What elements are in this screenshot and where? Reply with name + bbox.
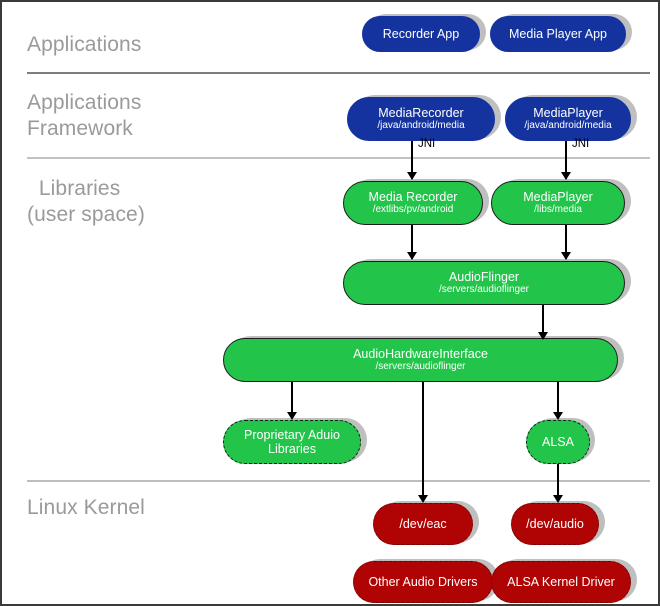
- node-mediaplayer-lib-title: MediaPlayer: [523, 190, 593, 204]
- edge-label-jni-recorder: JNI: [418, 138, 436, 150]
- node-proprietary-audio-libraries[interactable]: Proprietary Aduio Libraries: [223, 420, 361, 464]
- node-audiohardwareinterface[interactable]: AudioHardwareInterface /servers/audiofli…: [223, 338, 618, 382]
- node-media-recorder-lib-subtitle: /extlibs/pv/android: [372, 204, 454, 215]
- node-media-player-app-title: Media Player App: [509, 27, 607, 41]
- arrowhead-audioflinger-to-ahi: [538, 332, 548, 340]
- node-mediaplayer-lib[interactable]: MediaPlayer /libs/media: [491, 181, 625, 225]
- node-dev-audio-title: /dev/audio: [526, 517, 584, 531]
- node-audioflinger-title: AudioFlinger: [448, 270, 520, 284]
- connector-mediaplayerlib-to-audioflinger: [565, 221, 567, 259]
- arrowhead-mediaplayerlib-to-audioflinger: [561, 252, 571, 260]
- connector-alsa-to-dev-audio: [557, 458, 559, 502]
- arrowhead-mediarecorderlib-to-audioflinger: [407, 252, 417, 260]
- node-alsa-title: ALSA: [542, 435, 574, 449]
- node-dev-audio[interactable]: /dev/audio: [511, 503, 599, 545]
- node-audioflinger[interactable]: AudioFlinger /servers/audioflinger: [343, 261, 625, 305]
- arrowhead-mediarecorder-to-lib: [407, 172, 417, 180]
- node-mediaplayer-framework[interactable]: MediaPlayer /java/android/media: [505, 97, 631, 141]
- node-media-recorder-lib-title: Media Recorder: [368, 190, 458, 204]
- arrowhead-mediaplayer-to-lib: [561, 172, 571, 180]
- connector-mediarecorderlib-to-audioflinger: [411, 221, 413, 259]
- connector-audioflinger-to-ahi: [542, 300, 544, 340]
- node-alsa-kernel-driver[interactable]: ALSA Kernel Driver: [491, 561, 631, 603]
- connector-mediaplayer-to-lib: [565, 137, 567, 179]
- node-mediaplayer-lib-subtitle: /libs/media: [534, 204, 582, 215]
- node-mediarecorder[interactable]: MediaRecorder /java/android/media: [347, 97, 495, 141]
- layer-label-applications-framework: Applications Framework: [27, 91, 142, 140]
- node-dev-eac[interactable]: /dev/eac: [373, 503, 473, 545]
- layer-label-linux-kernel: Linux Kernel: [27, 496, 145, 519]
- arrowhead-ahi-to-alsa: [553, 412, 563, 420]
- divider-applications: [27, 72, 650, 74]
- node-mediarecorder-subtitle: /java/android/media: [377, 120, 465, 131]
- layer-label-libraries: Libraries (user space): [27, 177, 145, 226]
- divider-libraries: [27, 480, 650, 482]
- node-other-audio-drivers-title: Other Audio Drivers: [368, 575, 478, 589]
- arrowhead-ahi-to-dev-eac: [418, 495, 428, 503]
- node-mediaplayer-framework-title: MediaPlayer: [533, 106, 603, 120]
- node-proprietary-audio-libraries-title: Proprietary Aduio: [244, 428, 340, 442]
- node-dev-eac-title: /dev/eac: [399, 517, 447, 531]
- arrowhead-alsa-to-dev-audio: [553, 495, 563, 503]
- connector-ahi-to-dev-eac: [422, 376, 424, 501]
- node-alsa[interactable]: ALSA: [526, 420, 590, 464]
- node-recorder-app-title: Recorder App: [382, 27, 460, 41]
- layer-label-applications: Applications: [27, 33, 142, 56]
- node-mediaplayer-framework-subtitle: /java/android/media: [524, 120, 612, 131]
- node-audioflinger-subtitle: /servers/audioflinger: [438, 284, 530, 295]
- connector-ahi-to-alsa: [557, 376, 559, 418]
- node-media-recorder-lib[interactable]: Media Recorder /extlibs/pv/android: [343, 181, 483, 225]
- node-mediarecorder-title: MediaRecorder: [378, 106, 464, 120]
- arrowhead-ahi-to-proprietary: [287, 412, 297, 420]
- node-proprietary-audio-libraries-subtitle: Libraries: [268, 442, 316, 456]
- connector-ahi-to-proprietary: [291, 376, 293, 418]
- node-audiohardwareinterface-title: AudioHardwareInterface: [353, 347, 488, 361]
- node-alsa-kernel-driver-title: ALSA Kernel Driver: [507, 575, 615, 589]
- edge-label-jni-player: JNI: [572, 138, 590, 150]
- divider-applications-framework: [27, 157, 650, 159]
- connector-mediarecorder-to-lib: [411, 137, 413, 179]
- node-other-audio-drivers[interactable]: Other Audio Drivers: [353, 561, 493, 603]
- node-media-player-app[interactable]: Media Player App: [490, 16, 626, 52]
- node-audiohardwareinterface-subtitle: /servers/audioflinger: [375, 361, 466, 372]
- node-recorder-app[interactable]: Recorder App: [362, 16, 480, 52]
